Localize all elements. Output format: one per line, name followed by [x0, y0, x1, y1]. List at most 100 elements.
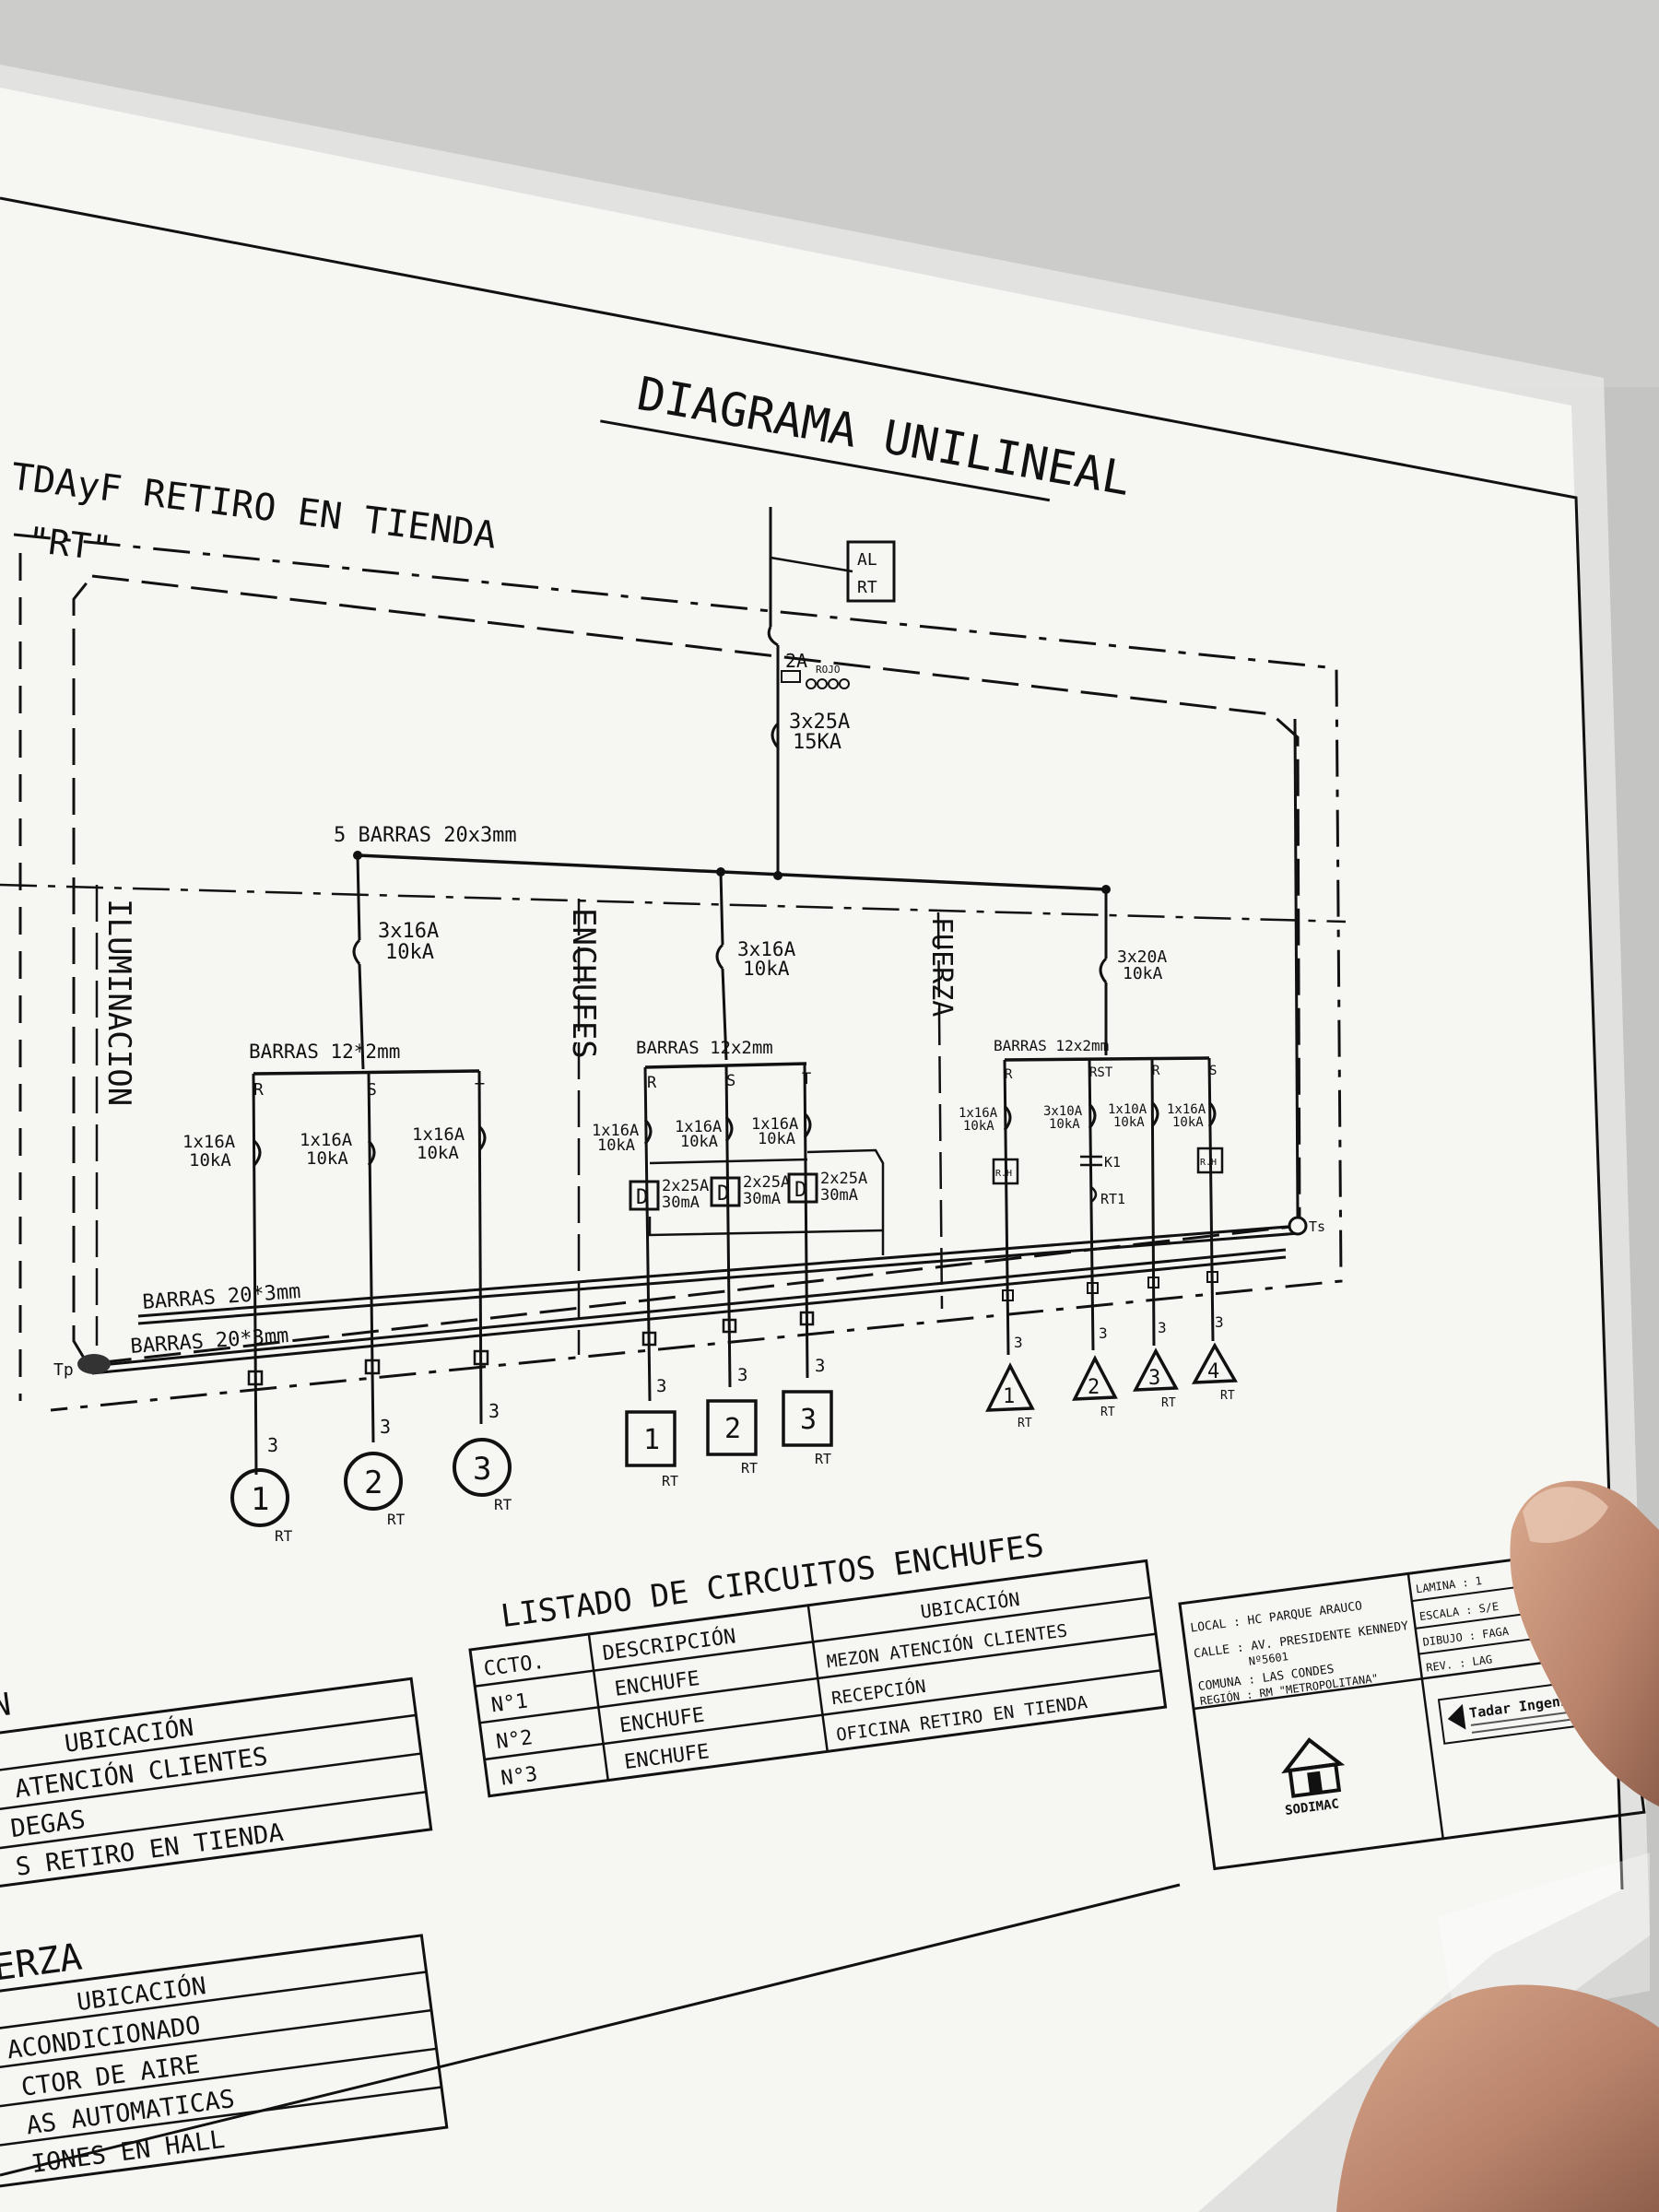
power-circuit-1-rt: RT [1018, 1417, 1032, 1430]
indicator-top: AL [857, 550, 877, 570]
sockets-phase-s: S [726, 1072, 735, 1090]
lighting-circuit-3 [453, 1438, 512, 1497]
power-cb3-rating: 1x10A [1108, 1102, 1147, 1117]
rcd-3-rating: 2x25A [820, 1170, 867, 1188]
sockets-circuit-1-rt: RT [662, 1473, 678, 1489]
lighting-breaker-kA: 10kA [385, 941, 434, 964]
sockets-busbar [644, 1062, 807, 1069]
sockets-circuit-3-num: 3 [800, 1404, 817, 1436]
sockets-wire-3: 3 [815, 1356, 825, 1376]
rcd-2-rating: 2x25A [743, 1173, 790, 1192]
sockets-circuit-1-num: 1 [643, 1424, 660, 1456]
lighting-phase-r: R [253, 1080, 264, 1100]
lighting-wire-1: 3 [267, 1434, 278, 1456]
power-cb1-kA: 10kA [963, 1119, 994, 1134]
power-relay-2-label: R.H [1200, 1158, 1217, 1168]
paper [0, 88, 1622, 2212]
main-busbar [357, 853, 1107, 891]
power-circuit-3-rt: RT [1161, 1396, 1176, 1410]
sockets-row-3-ccto: N°3 [500, 1763, 539, 1791]
power-cb4-kA: 10kA [1172, 1115, 1204, 1130]
pilot-small: ROJO [816, 664, 841, 676]
lighting-cb2-rating: 1x16A [300, 1130, 353, 1150]
lighting-cb3-rating: 1x16A [412, 1124, 465, 1145]
rcd-2-symbol: D [717, 1182, 729, 1206]
sockets-phase-r: R [647, 1074, 657, 1092]
lighting-cb1-rating: 1x16A [182, 1132, 236, 1152]
rcd-2-ma: 30mA [743, 1190, 781, 1208]
power-wire-2: 3 [1099, 1324, 1108, 1342]
tb-calle2: Nº5601 [1248, 1650, 1289, 1668]
sockets-circuit-2-num: 2 [724, 1413, 741, 1445]
sleeve-glare [1438, 1853, 1650, 2028]
lighting-busbar [253, 1069, 480, 1076]
sockets-circuit-3 [782, 1390, 833, 1447]
rcd-1-ma: 30mA [662, 1194, 700, 1212]
lighting-circuit-2 [344, 1452, 403, 1511]
finger [1336, 1984, 1659, 2212]
power-phase-3: R [1152, 1064, 1160, 1078]
lighting-phase-s: S [367, 1080, 377, 1100]
sodimac-logo-text: SODIMAC [1284, 1796, 1340, 1818]
lighting-circuit-3-num: 3 [473, 1451, 491, 1488]
rcd-1 [629, 1180, 660, 1211]
section-label-sockets: ENCHUFES [565, 908, 602, 1059]
ground-ts-label: Ts [1309, 1218, 1325, 1235]
power-cb2-kA: 10kA [1049, 1117, 1080, 1132]
lighting-circuit-1-num: 1 [251, 1481, 269, 1518]
power-relay-1 [992, 1158, 1019, 1185]
power-circuit-4 [1191, 1342, 1238, 1384]
sockets-breaker-symbol [715, 943, 724, 970]
power-circuit-3 [1133, 1347, 1179, 1392]
thumbnail [1523, 1487, 1608, 1544]
sockets-wire-1: 3 [656, 1376, 666, 1396]
enclosure-outer [13, 533, 1343, 1412]
pilot-label: 2A [785, 650, 807, 672]
sockets-circuit-2-rt: RT [741, 1460, 758, 1477]
power-circuit-1-num: 1 [1003, 1385, 1015, 1408]
indicator-al-rt: AL RT [846, 540, 896, 603]
power-relay-2 [1196, 1147, 1224, 1174]
lighting-cb2-kA: 10kA [306, 1148, 348, 1169]
ground-tp-label: Tp [53, 1360, 74, 1380]
power-circuit-2 [1072, 1355, 1118, 1401]
power-cb3-kA: 10kA [1113, 1115, 1145, 1130]
power-breaker-symbol [1099, 957, 1108, 983]
sockets-group: 3x16A 10kA BARRAS 12x2mm R S T 1x16A 10k… [592, 871, 885, 1489]
sodimac-logo: SODIMAC [1281, 1737, 1346, 1818]
section-divider-horizontal [0, 883, 1347, 924]
power-wire-3: 3 [1158, 1319, 1167, 1336]
sockets-breaker-rating: 3x16A [737, 938, 796, 960]
lighting-group: 3x16A 10kA BARRAS 12*2mm R S T 1x16A 10k… [182, 854, 512, 1545]
power-wire-4: 3 [1215, 1313, 1224, 1331]
power-group: 3x20A 10kA BARRAS 12x2mm R RST R S 1x16A… [959, 889, 1238, 1430]
power-busbar [1004, 1056, 1210, 1062]
sockets-breaker-kA: 10kA [743, 958, 790, 980]
rcd-1-rating: 2x25A [662, 1177, 709, 1195]
sockets-circuit-2 [706, 1399, 758, 1456]
power-wire-1: 3 [1014, 1334, 1023, 1351]
power-divider [936, 912, 944, 1310]
sockets-circuit-1 [625, 1410, 677, 1467]
lighting-wire-3: 3 [488, 1400, 500, 1422]
lighting-circuit-1-rt: RT [275, 1527, 293, 1545]
sockets-cb3-rating: 1x16A [751, 1115, 798, 1134]
sockets-cb2-kA: 10kA [680, 1133, 718, 1151]
rcd-3 [787, 1172, 818, 1204]
indicator-bottom: RT [857, 578, 877, 597]
power-circuit-1 [985, 1362, 1035, 1412]
sockets-row-2-ccto: N°2 [495, 1726, 535, 1754]
enclosure-inner [72, 574, 1301, 1366]
sockets-phase-t: T [802, 1070, 811, 1088]
pilot-lamps [806, 678, 850, 689]
lighting-breaker-rating: 3x16A [378, 920, 439, 943]
main-busbar-label: 5 BARRAS 20x3mm [334, 824, 517, 847]
rcd-1-symbol: D [636, 1186, 648, 1209]
lighting-busbar-label: BARRAS 12*2mm [249, 1041, 400, 1063]
rcd-3-ma: 30mA [820, 1186, 858, 1205]
power-relay-1-label: R.H [995, 1169, 1012, 1179]
sockets-busbar-label: BARRAS 12x2mm [636, 1038, 773, 1058]
sockets-row-1-ccto: N°1 [490, 1689, 530, 1717]
